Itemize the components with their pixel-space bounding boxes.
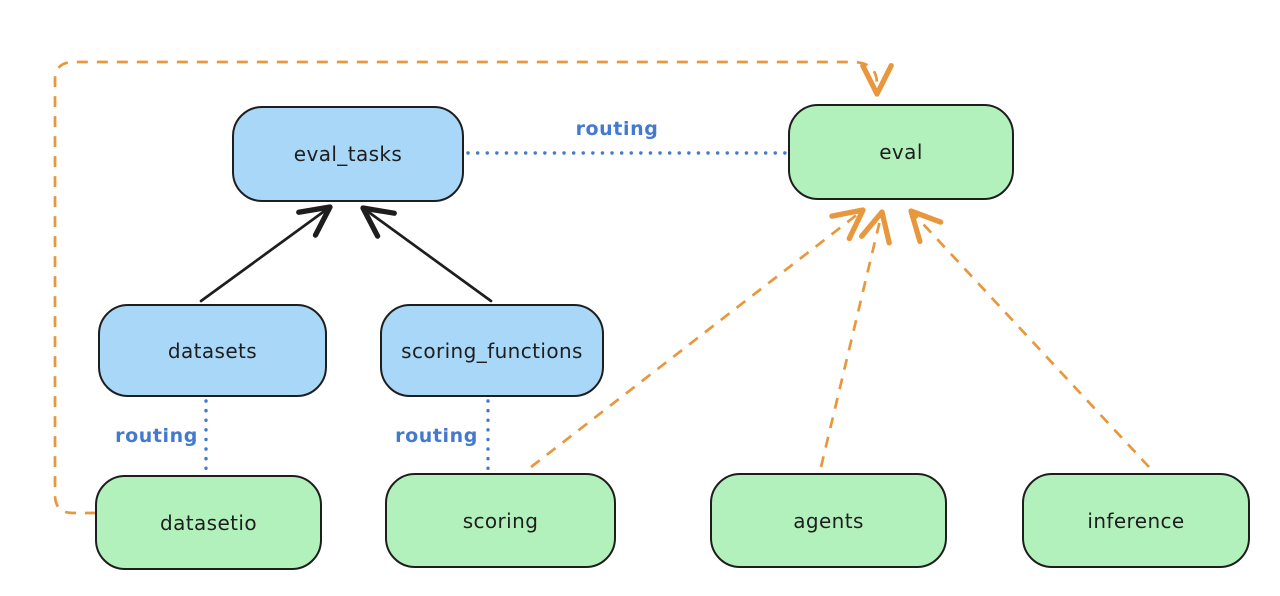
node-scoring-functions: scoring_functions (380, 304, 604, 397)
edge-scoring-functions-to-eval-tasks (360, 205, 493, 303)
node-datasetio: datasetio (95, 475, 322, 570)
edge-datasetio-to-eval (53, 60, 894, 515)
node-datasets: datasets (98, 304, 327, 397)
routing-label-scoring-functions-scoring: routing (395, 425, 478, 447)
edge-agents-to-eval (819, 209, 892, 468)
routing-label-eval-tasks-eval: routing (575, 118, 659, 140)
routing-label-datasets-datasetio: routing (115, 425, 198, 447)
node-eval: eval (788, 104, 1014, 200)
edge-datasets-to-eval-tasks (199, 204, 333, 303)
node-scoring: scoring (385, 473, 616, 568)
node-agents: agents (710, 473, 947, 568)
node-inference: inference (1022, 473, 1250, 568)
edge-scoring-to-eval (530, 207, 866, 469)
node-eval-tasks: eval_tasks (232, 106, 464, 202)
edge-inference-to-eval (908, 208, 1150, 468)
